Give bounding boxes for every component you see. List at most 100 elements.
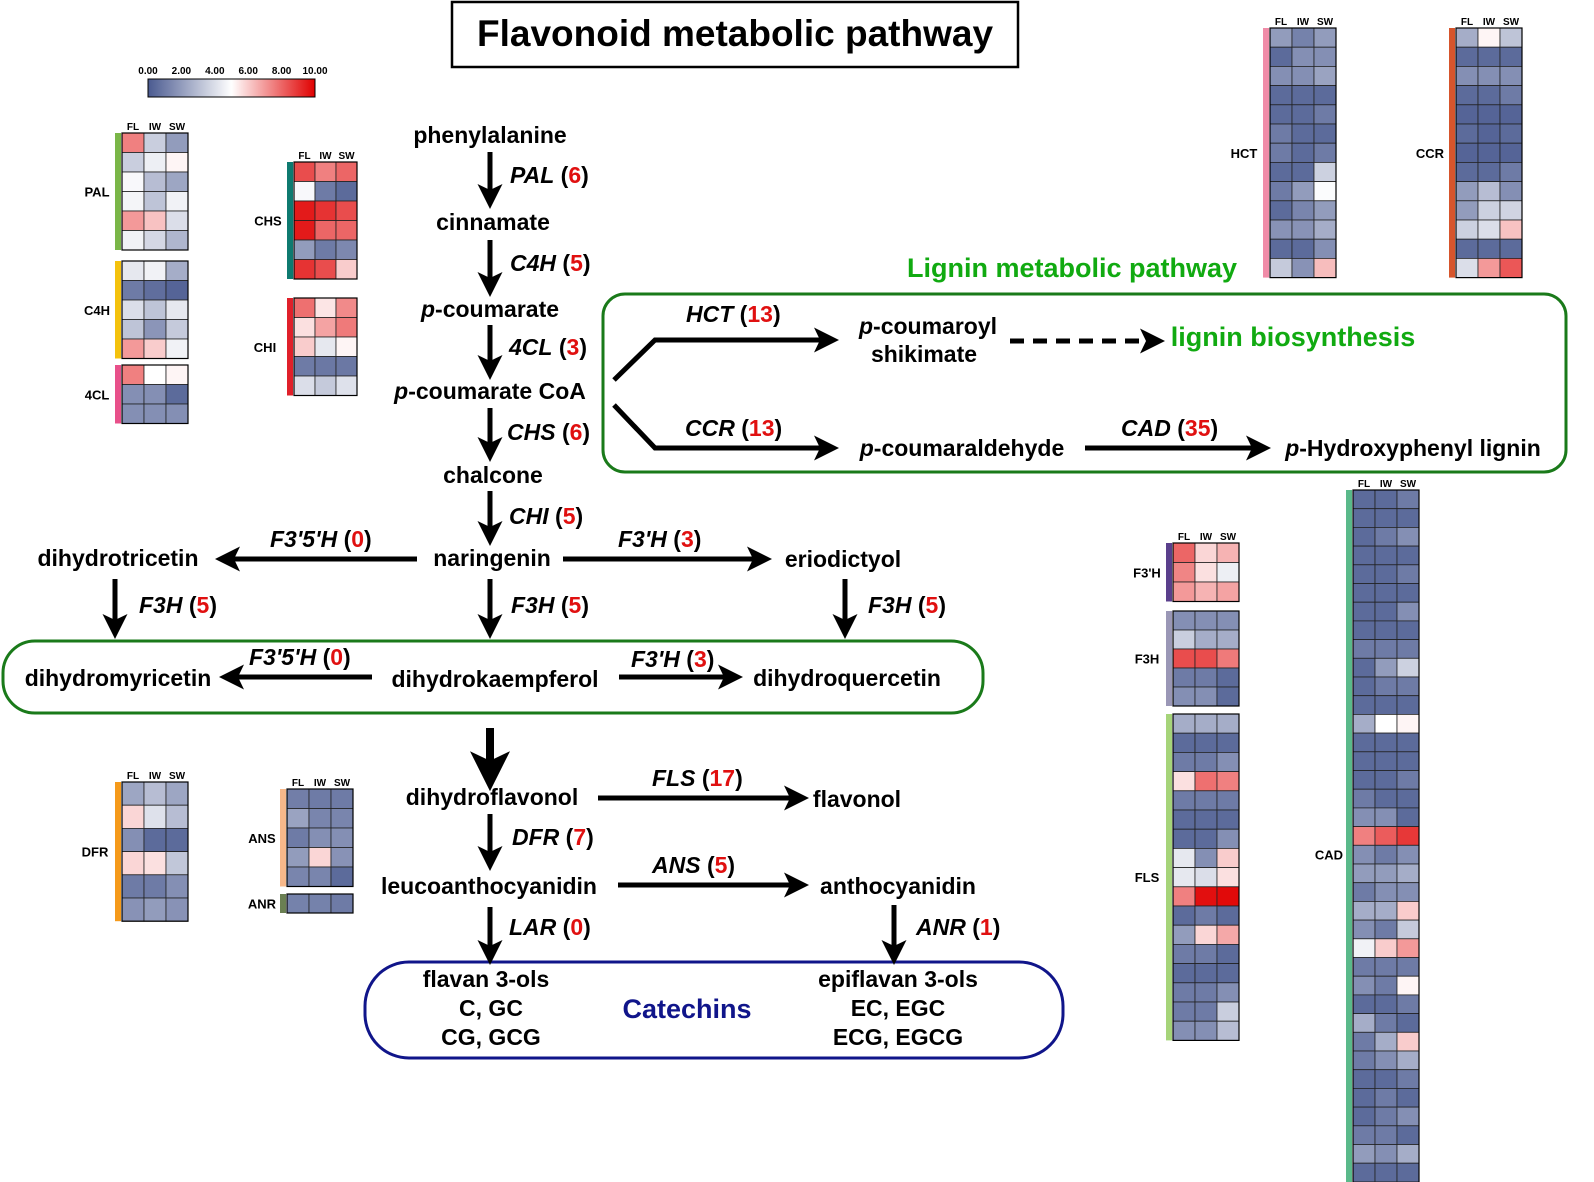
heatmap-cell	[165, 260, 189, 281]
enzyme-fls: FLS (17)	[652, 765, 743, 791]
heatmap-cell	[1455, 181, 1479, 202]
heatmap-cell	[1216, 752, 1240, 773]
heatmap-cell	[143, 171, 167, 192]
heatmap-cell	[314, 297, 337, 318]
heatmap-cell	[143, 132, 167, 153]
heatmap-cell	[1172, 905, 1196, 926]
heatmap-column-header: SW	[1400, 479, 1417, 490]
heatmap-cell	[1374, 807, 1398, 828]
heatmap-cell	[121, 874, 145, 899]
heatmap-cell	[314, 220, 337, 241]
heatmap-cell	[1374, 1162, 1398, 1182]
compound-p-coumaroyl: p-coumaroyl	[858, 313, 997, 339]
color-scale-tick: 2.00	[172, 66, 192, 77]
heatmap-cell	[1374, 751, 1398, 771]
heatmap-cell	[1352, 564, 1376, 584]
heatmap-cell	[293, 297, 316, 318]
heatmap-cell	[1374, 826, 1398, 846]
heatmap-cell	[1269, 238, 1293, 259]
heatmap-cell	[1455, 123, 1479, 144]
heatmap-cell	[293, 336, 316, 357]
heatmap-cell	[1291, 142, 1315, 163]
heatmap-cell	[121, 299, 145, 320]
heatmap-column-header: IW	[1483, 17, 1496, 28]
enzyme-f3h-left: F3H (5)	[139, 592, 217, 618]
heatmap-cell	[1216, 867, 1240, 888]
heatmap-cell	[1477, 257, 1501, 278]
heatmap-side-bar	[1449, 28, 1455, 278]
compound-leucoanthocyanidin: leucoanthocyanidin	[381, 873, 597, 899]
enzyme-lar: LAR (0)	[509, 914, 591, 940]
heatmap-cell	[1396, 901, 1420, 921]
heatmap-border	[286, 893, 354, 914]
heatmap-side-bar	[280, 789, 286, 887]
heatmap-cell	[335, 161, 358, 182]
heatmap-cell	[1374, 957, 1398, 977]
enzyme-f3h-bottom: F3'H (3)	[631, 646, 714, 672]
heatmap-cell	[1291, 123, 1315, 144]
heatmap-cell	[143, 230, 167, 251]
heatmap-cell	[1374, 1050, 1398, 1071]
heatmap-cell	[121, 230, 145, 251]
heatmap-cell	[1352, 751, 1376, 771]
heatmap-cell	[1499, 200, 1523, 221]
heatmap-border	[1172, 542, 1240, 603]
heatmap-cell	[286, 866, 310, 887]
heatmap-cell	[143, 804, 167, 829]
heatmap-cell	[1216, 828, 1240, 849]
heatmap-cell	[1396, 826, 1420, 846]
heatmap-cell	[1352, 1031, 1376, 1052]
heatmap-4cl: 4CL	[85, 364, 189, 425]
heatmap-cell	[314, 239, 337, 260]
heatmap-cell	[165, 132, 189, 153]
heatmap-cell	[143, 319, 167, 340]
color-scale-tick: 4.00	[205, 66, 225, 77]
heatmap-border	[1269, 27, 1337, 279]
heatmap-cell	[1396, 844, 1420, 865]
heatmap-cell	[1172, 581, 1196, 602]
heatmap-cell	[1269, 200, 1293, 221]
heatmap-side-bar	[115, 261, 121, 359]
heatmap-cell	[1455, 200, 1479, 221]
heatmap-cell	[1291, 219, 1315, 240]
heatmap-cell	[121, 804, 145, 829]
heatmap-cell	[1216, 542, 1240, 563]
heatmap-cell	[1396, 583, 1420, 603]
heatmap-cell	[1269, 161, 1293, 182]
heatmap-cell	[1216, 629, 1240, 650]
heatmap-cell	[1269, 66, 1293, 87]
heatmap-cell	[1194, 924, 1218, 945]
heatmap-cell	[1352, 844, 1376, 865]
heatmap-cell	[121, 828, 145, 853]
heatmap-cell	[1352, 957, 1376, 977]
heatmap-cell	[121, 210, 145, 231]
heatmap-cell	[1172, 629, 1196, 650]
arrow-hct	[612, 327, 840, 382]
compound-naringenin: naringenin	[433, 545, 551, 571]
heatmap-cell	[1396, 957, 1420, 977]
heatmap-cell	[1313, 66, 1337, 87]
heatmap-cell	[1313, 257, 1337, 278]
heatmap-cell	[335, 317, 358, 338]
heatmap-cell	[1374, 732, 1398, 753]
heatmap-cell	[1291, 200, 1315, 221]
heatmap-cell	[1374, 1013, 1398, 1033]
heatmap-cell	[1313, 200, 1337, 221]
heatmap-cell	[314, 259, 337, 280]
heatmap-cell	[1194, 752, 1218, 773]
heatmap-cell	[293, 239, 316, 260]
compound-eriodictyol: eriodictyol	[785, 546, 901, 572]
compound-cinnamate: cinnamate	[436, 209, 550, 235]
heatmap-cell	[1216, 562, 1240, 583]
heatmap-cell	[1216, 848, 1240, 869]
heatmap-cell	[293, 356, 316, 377]
heatmap-cell	[1352, 1162, 1376, 1182]
heatmap-cell	[286, 827, 310, 848]
heatmap-label: 4CL	[85, 387, 110, 402]
heatmap-cell	[1291, 85, 1315, 106]
heatmap-cell	[1396, 657, 1420, 678]
heatmap-border	[121, 260, 189, 360]
